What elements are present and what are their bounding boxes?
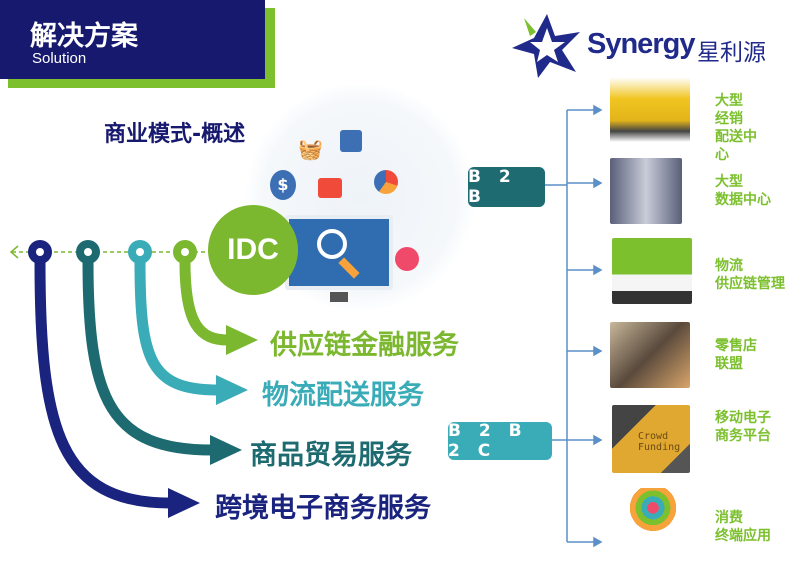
target-label-data-center: 大型 数据中心 xyxy=(715,174,771,208)
service-trade: 商品贸易服务 xyxy=(250,440,412,471)
forklift-image xyxy=(610,70,690,142)
monitor-stand xyxy=(330,292,348,302)
header-banner xyxy=(0,0,265,79)
card-icon xyxy=(395,247,419,271)
synergy-star-logo-icon xyxy=(512,14,580,78)
header-subtitle: Solution xyxy=(32,50,87,67)
service-cross-border-ecommerce: 跨境电子商务服务 xyxy=(215,493,431,524)
basket-icon: 🧺 xyxy=(298,137,323,161)
target-label-consumer-apps: 消费 终端应用 xyxy=(715,510,771,544)
service-supply-chain-finance: 供应链金融服务 xyxy=(270,330,459,361)
dollar-icon: $ xyxy=(270,170,296,200)
logo-wordmark: Synergy xyxy=(587,28,695,60)
camera-icon xyxy=(318,178,342,198)
service-logistics: 物流配送服务 xyxy=(262,380,424,411)
hook-rings xyxy=(28,240,197,264)
b2b2c-badge: B 2 B 2 C xyxy=(448,421,552,461)
briefcase-icon xyxy=(340,130,362,152)
b2b-badge: B 2 B xyxy=(468,167,545,207)
header-title: 解决方案 xyxy=(30,21,138,52)
pie-chart-icon xyxy=(374,170,398,194)
target-label-logistics: 物流 供应链管理 xyxy=(715,258,785,292)
target-label-retail-alliance: 零售店 联盟 xyxy=(715,338,757,372)
target-label-mobile-ecommerce: 移动电子 商务平台 xyxy=(715,410,771,444)
truck-image xyxy=(612,238,692,304)
logo-chinese: 星利源 xyxy=(697,40,766,66)
target-label-distribution-center: 大型 经销 配送中 心 xyxy=(715,93,757,163)
page-subtitle: 商业模式-概述 xyxy=(104,122,246,147)
smartphone-apps-image xyxy=(618,488,688,554)
idc-circle: IDC xyxy=(208,205,298,295)
crowdfunding-text: Crowd Funding xyxy=(638,431,681,453)
crowdfunding-image: Crowd Funding xyxy=(612,405,690,473)
retail-store-image xyxy=(610,322,690,388)
data-center-image xyxy=(610,158,682,224)
